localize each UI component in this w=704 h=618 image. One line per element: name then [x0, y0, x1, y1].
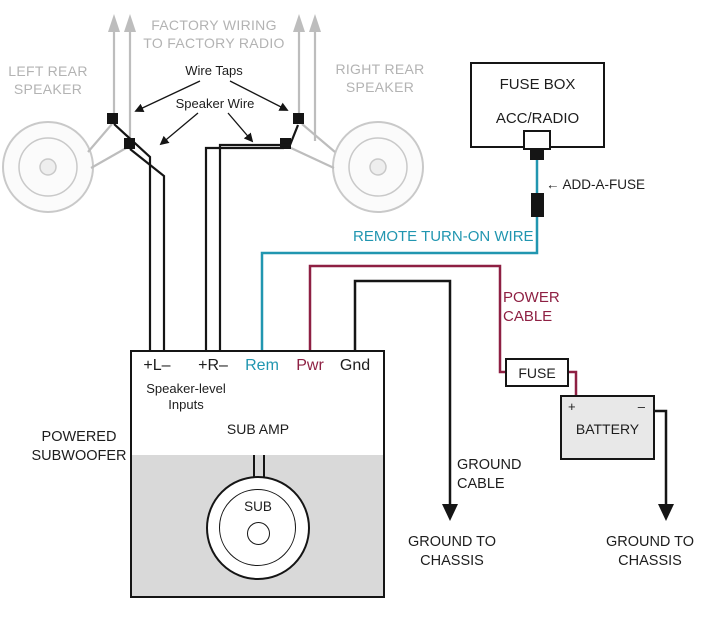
- speaker-wire-right-1: [218, 124, 300, 352]
- inline-fuse: FUSE: [505, 358, 569, 387]
- battery: + – BATTERY: [560, 395, 655, 460]
- battery-negative-terminal: –: [637, 399, 645, 414]
- powered-subwoofer-label: POWERED SUBWOOFER: [31, 429, 127, 464]
- right-rear-speaker-icon: [332, 121, 424, 213]
- up-arrow-icon: [309, 14, 321, 32]
- terminal-right-input: +R–: [198, 357, 228, 374]
- fuse-box-title: FUSE BOX: [499, 76, 576, 93]
- wire-tap: [293, 113, 304, 124]
- sub-label: SUB: [244, 499, 272, 514]
- fuse-tap-connector: [523, 130, 551, 150]
- terminal-left-input: +L–: [143, 357, 171, 374]
- pointer-arrow-icon: [134, 80, 201, 113]
- terminal-remote: Rem: [245, 357, 279, 374]
- power-cable-label: POWER CABLE: [503, 289, 560, 325]
- remote-wire-segment: [260, 215, 539, 352]
- wire-tap: [124, 138, 135, 149]
- fuse-box-slot-label: ACC/RADIO: [495, 110, 580, 127]
- subwoofer-dustcap-icon: [247, 522, 270, 545]
- speaker-to-tap-wires: [87, 123, 336, 169]
- power-wire-segment: [566, 370, 578, 397]
- powered-subwoofer-box: +L– +R– Rem Pwr Gnd Speaker-level Inputs…: [130, 350, 385, 598]
- speaker-wire-label: Speaker Wire: [175, 96, 255, 111]
- speaker-wire-left-2: [129, 148, 166, 352]
- speaker-wires-to-amp: [113, 123, 300, 352]
- right-rear-speaker-label: RIGHT REAR SPEAKER: [335, 61, 425, 95]
- label-pointer-arrows: [134, 80, 289, 146]
- ground-to-chassis-label-left: GROUND TO CHASSIS: [407, 534, 497, 569]
- pointer-arrow-icon: [159, 112, 199, 146]
- inline-fuse-label: FUSE: [518, 364, 556, 381]
- sub-lead-wire: [253, 455, 255, 479]
- left-rear-speaker-icon: [2, 121, 94, 213]
- battery-ground-wire: [654, 409, 674, 521]
- speaker-wire-left-1: [113, 123, 152, 352]
- wire-tap: [107, 113, 118, 124]
- fuse-tap-pin: [530, 148, 544, 160]
- left-rear-speaker-label: LEFT REAR SPEAKER: [8, 63, 88, 97]
- battery-label: BATTERY: [575, 421, 640, 437]
- subwoofer-driver-icon: SUB: [206, 476, 310, 580]
- down-arrow-icon: [442, 504, 458, 521]
- sub-lead-wire: [263, 455, 265, 479]
- pointer-arrow-icon: [229, 80, 289, 111]
- factory-wiring-arrows: [108, 14, 321, 141]
- terminal-power: Pwr: [296, 357, 324, 374]
- pointer-arrow-icon: [227, 112, 254, 143]
- wire-tap-squares: [107, 113, 304, 149]
- ground-to-chassis-label-right: GROUND TO CHASSIS: [605, 534, 695, 569]
- power-wire-segment: [308, 264, 507, 374]
- factory-wiring-label: FACTORY WIRING TO FACTORY RADIO: [143, 17, 285, 51]
- add-a-fuse-connector: [531, 193, 544, 217]
- add-a-fuse-label: ← ADD-A-FUSE: [546, 177, 646, 192]
- speaker-level-inputs-label: Speaker-level Inputs: [146, 381, 226, 412]
- up-arrow-icon: [108, 14, 120, 32]
- sub-amp-label: SUB AMP: [226, 421, 290, 437]
- speaker-wire-right-2: [204, 146, 284, 352]
- power-cable-wire: [308, 264, 578, 397]
- ground-cable-wire: [353, 279, 458, 521]
- battery-positive-terminal: +: [568, 399, 576, 414]
- up-arrow-icon: [293, 14, 305, 32]
- ground-cable-label: GROUND CABLE: [457, 457, 522, 492]
- up-arrow-icon: [124, 14, 136, 32]
- wire-tap: [280, 138, 291, 149]
- terminal-ground: Gnd: [339, 357, 371, 374]
- down-arrow-icon: [658, 504, 674, 521]
- remote-turn-on-label: REMOTE TURN-ON WIRE: [353, 228, 534, 245]
- wire-taps-label: Wire Taps: [185, 63, 243, 78]
